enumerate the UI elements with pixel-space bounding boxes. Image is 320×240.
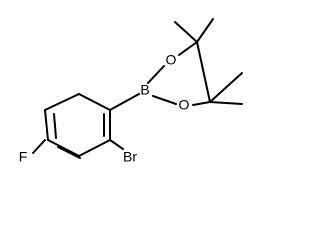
atom-label-oxygen-bottom: O <box>179 97 190 113</box>
bond-c-b <box>109 93 140 111</box>
ring-bond-c5-c6 <box>78 93 111 111</box>
bond-c-c-backbone <box>196 41 211 103</box>
methyl-upper-right <box>196 18 214 43</box>
bond-b-o-top <box>147 65 165 84</box>
ring-bond-c6-c1 <box>44 93 80 111</box>
atom-label-oxygen-top: O <box>166 52 177 68</box>
methyl-upper-left <box>174 21 198 43</box>
atom-label-fluorine: F <box>19 149 28 165</box>
bond-o-bottom-c <box>192 101 211 106</box>
ring-double-bottom <box>57 146 81 159</box>
structure-canvas: B O O Br F <box>18 18 243 165</box>
ring-double-left <box>53 113 57 139</box>
methyl-lower-right-top <box>209 72 243 103</box>
ring-bond-c2-c3 <box>47 139 80 157</box>
molecule-diagram: B O O Br F <box>19 18 243 165</box>
ring-bond-c1-c2 <box>44 109 49 141</box>
bond-c-br <box>109 139 124 150</box>
atom-label-bromine: Br <box>123 149 137 165</box>
bond-c-f <box>32 139 46 154</box>
bond-b-o-bottom <box>152 95 177 105</box>
atom-label-boron: B <box>140 82 149 98</box>
ring-bond-c3-c4 <box>78 139 111 157</box>
methyl-lower-right-bottom <box>209 101 243 105</box>
benzene-ring <box>44 93 111 159</box>
bond-o-top-c <box>178 41 198 56</box>
